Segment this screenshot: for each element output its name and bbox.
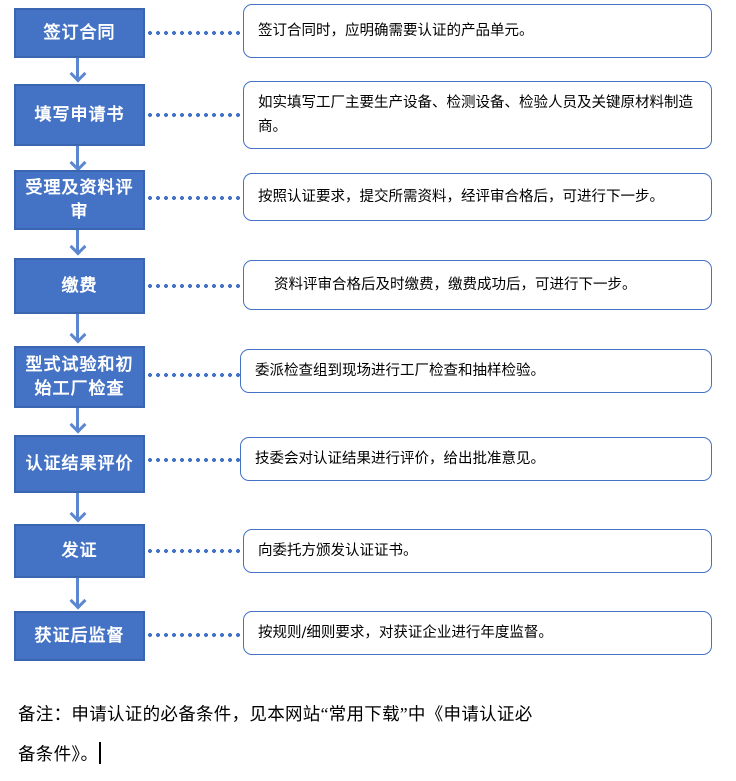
note-box-8: 按规则/细则要求，对获证企业进行年度监督。: [243, 611, 712, 655]
arrow-connector-6-to-7: [76, 493, 79, 519]
arrow-connector-5-to-6: [76, 408, 79, 430]
footer-note: 备注：申请认证的必备条件，见本网站“常用下载”中《申请认证必备条件》。: [18, 694, 538, 774]
step-label-8: 获证后监督: [34, 626, 125, 645]
note-text-4: 资料评审合格后及时缴费，缴费成功后，可进行下一步。: [274, 277, 637, 293]
dotted-connector-8: [146, 633, 243, 637]
dotted-connector-4: [146, 284, 243, 288]
footer-note-text: 备注：申请认证的必备条件，见本网站“常用下载”中《申请认证必备条件》。: [18, 704, 533, 764]
note-text-5: 委派检查组到现场进行工厂检查和抽样检验。: [255, 363, 545, 379]
note-box-3: 按照认证要求，提交所需资料，经评审合格后，可进行下一步。: [243, 173, 712, 221]
dotted-connector-2: [146, 113, 243, 117]
note-box-4: 资料评审合格后及时缴费，缴费成功后，可进行下一步。: [243, 260, 712, 310]
note-text-7: 向委托方颁发认证证书。: [258, 543, 418, 559]
step-label-2: 填写申请书: [34, 105, 125, 124]
note-box-6: 技委会对认证结果进行评价，给出批准意见。: [240, 437, 712, 481]
dotted-connector-1: [146, 31, 243, 35]
arrow-connector-1-to-2: [76, 58, 79, 79]
dotted-connector-3: [146, 196, 243, 200]
note-text-3: 按照认证要求，提交所需资料，经评审合格后，可进行下一步。: [258, 189, 664, 205]
step-label-4: 缴费: [61, 276, 98, 295]
step-box-1-sign-contract[interactable]: 签订合同: [14, 8, 145, 58]
arrow-connector-2-to-3: [76, 146, 79, 168]
note-box-1: 签订合同时，应明确需要认证的产品单元。: [243, 4, 712, 58]
step-label-3: 受理及资料评审: [25, 178, 134, 221]
step-label-5: 型式试验和初始工厂检查: [25, 355, 134, 398]
step-box-2-fill-application[interactable]: 填写申请书: [14, 84, 145, 146]
step-box-6-certification-result-evaluation[interactable]: 认证结果评价: [14, 435, 145, 493]
note-text-2: 如实填写工厂主要生产设备、检测设备、检验人员及关键原材料制造商。: [258, 95, 693, 135]
note-box-2: 如实填写工厂主要生产设备、检测设备、检验人员及关键原材料制造商。: [243, 81, 712, 149]
step-label-1: 签订合同: [43, 23, 116, 42]
note-text-8: 按规则/细则要求，对获证企业进行年度监督。: [258, 625, 553, 641]
arrow-connector-4-to-5: [76, 314, 79, 340]
dotted-connector-7: [146, 549, 243, 553]
note-box-5: 委派检查组到现场进行工厂检查和抽样检验。: [240, 349, 712, 393]
note-box-7: 向委托方颁发认证证书。: [243, 529, 712, 573]
step-box-3-acceptance-and-document-review[interactable]: 受理及资料评审: [14, 170, 145, 230]
step-label-7: 发证: [61, 541, 98, 560]
note-text-1: 签订合同时，应明确需要认证的产品单元。: [258, 23, 534, 39]
arrow-connector-7-to-8: [76, 578, 79, 606]
step-box-7-issue-certificate[interactable]: 发证: [14, 524, 145, 578]
dotted-connector-5: [146, 373, 240, 377]
text-cursor-caret: [99, 742, 101, 764]
note-text-6: 技委会对认证结果进行评价，给出批准意见。: [255, 451, 545, 467]
step-box-4-payment[interactable]: 缴费: [14, 258, 145, 314]
step-box-8-post-certification-supervision[interactable]: 获证后监督: [14, 611, 145, 661]
arrow-connector-3-to-4: [76, 230, 79, 252]
step-label-6: 认证结果评价: [25, 454, 134, 473]
dotted-connector-6: [146, 458, 240, 462]
step-box-5-type-test-and-initial-factory-inspection[interactable]: 型式试验和初始工厂检查: [14, 346, 145, 408]
